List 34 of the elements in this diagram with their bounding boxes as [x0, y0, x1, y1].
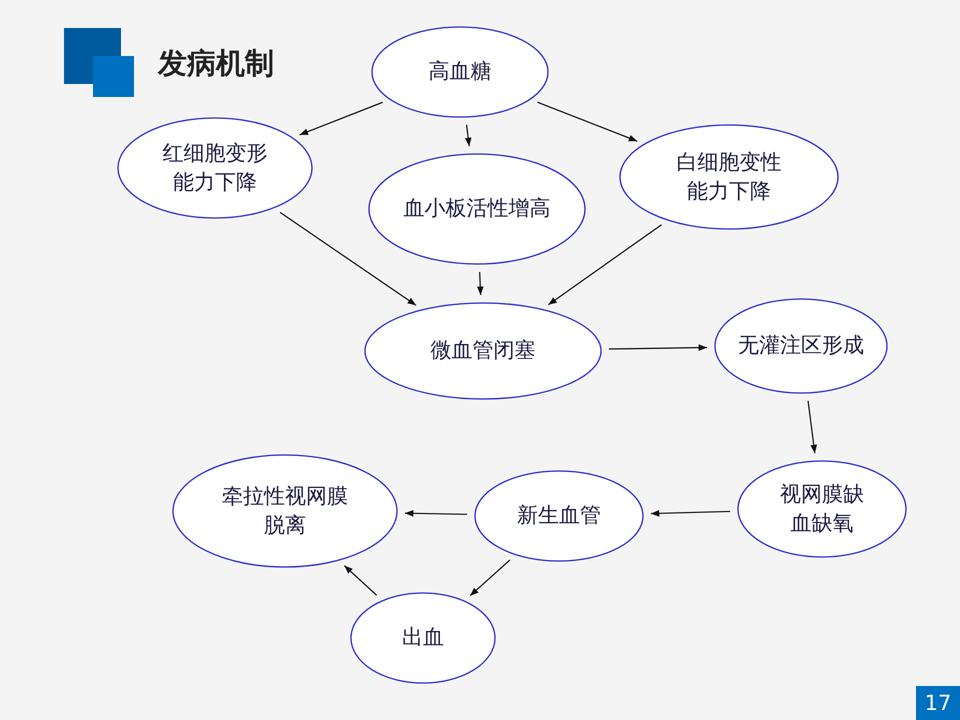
node-label: 牵拉性视网膜脱离 — [221, 482, 349, 539]
node-label: 红细胞变形能力下降 — [162, 140, 268, 196]
arrow — [537, 102, 638, 142]
node-label: 微血管闭塞 — [430, 337, 536, 364]
process-ellipse — [475, 471, 643, 561]
process-ellipse — [118, 118, 312, 218]
process-ellipse — [620, 125, 838, 229]
node-label: 白细胞变性能力下降 — [676, 148, 782, 205]
page-number: 17 — [916, 686, 960, 720]
process-ellipse — [738, 461, 906, 557]
arrow — [344, 565, 378, 596]
arrow — [464, 124, 472, 146]
node-label: 无灌注区形成 — [737, 332, 865, 360]
arrow — [650, 510, 730, 517]
process-ellipse — [369, 154, 585, 264]
arrow — [608, 344, 708, 351]
process-ellipse — [715, 299, 887, 393]
arrow — [299, 102, 383, 136]
arrow — [404, 510, 468, 517]
process-ellipse — [372, 27, 548, 117]
arrow — [470, 560, 510, 596]
node-label: 出血 — [401, 624, 445, 652]
process-ellipse — [365, 303, 601, 399]
node-label: 血小板活性增高 — [402, 195, 552, 222]
arrow — [280, 212, 416, 306]
arrow — [476, 272, 484, 296]
process-ellipse — [173, 455, 397, 567]
node-label: 高血糖 — [428, 58, 492, 86]
process-ellipse — [351, 593, 495, 683]
node-label: 视网膜缺血缺氧 — [779, 480, 865, 537]
slide-title: 发病机制 — [158, 45, 274, 82]
node-label: 新生血管 — [516, 502, 602, 530]
arrow — [807, 400, 818, 454]
arrow — [548, 224, 662, 306]
